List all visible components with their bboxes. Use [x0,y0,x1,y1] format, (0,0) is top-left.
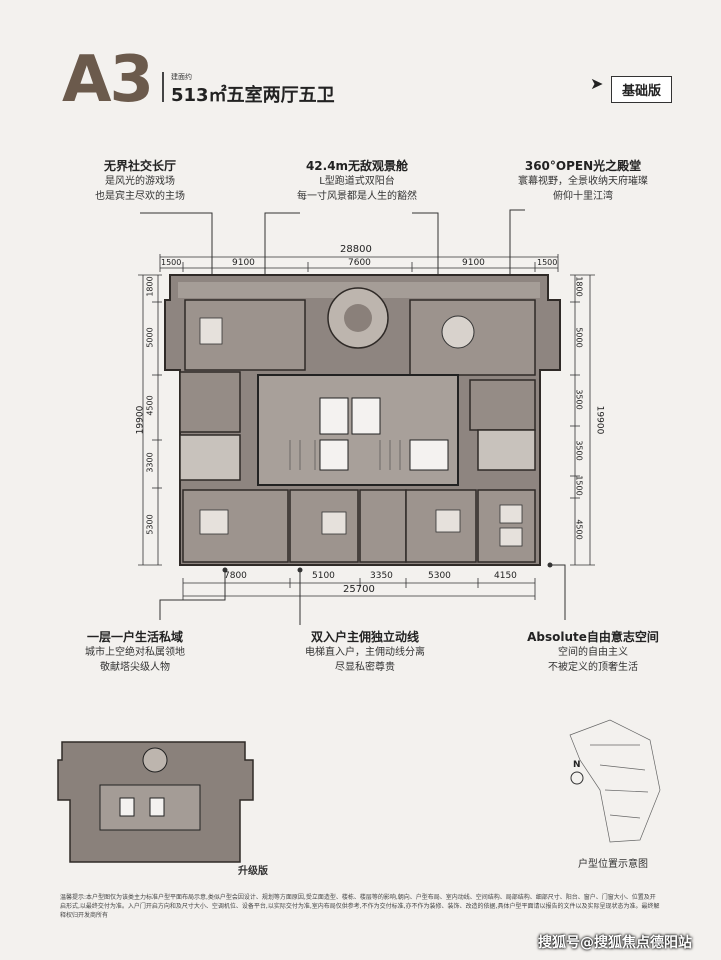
watermark: 搜狐号@搜狐焦点德阳站 [538,935,692,951]
callout-line: L型跑道式双阳台 [319,176,395,187]
callout-line: 不被定义的顶奢生活 [548,662,638,673]
dim-bottom-2: 5100 [312,571,335,581]
dim-right-3: 3500 [574,389,584,410]
dim-top-4: 9100 [462,258,485,268]
dim-top-2: 9100 [232,258,255,268]
callout-view-cabin: 42.4m无敌观景舱 L型跑道式双阳台 每一寸风景都是人生的豁然 [272,157,442,204]
dim-left-2: 5000 [145,327,155,348]
compass-letter: N [573,760,581,770]
callout-title: 双入户主佣独立动线 [310,630,419,644]
dim-bottom-1: 7800 [224,571,247,581]
callout-line: 空间的自由主义 [558,647,628,658]
callout-dual-entry: 双入户主佣独立动线 电梯直入户，主佣动线分离 尽显私密尊贵 [280,628,450,675]
dim-left-3: 4500 [145,395,155,416]
callout-title: 无界社交长厅 [103,159,176,173]
dim-left-5: 5300 [145,514,155,535]
dim-top-3: 7600 [348,258,371,268]
location-label: 户型位置示意图 [578,859,648,870]
dim-top-5: 1500 [537,258,558,267]
callout-light-hall: 360°OPEN光之殿堂 寰幕视野，全景收纳天府璀璨 俯仰十里江湾 [488,157,678,204]
dim-right-1: 1800 [574,276,584,297]
dim-top-total: 28800 [340,244,372,255]
callout-private-floor: 一层一户生活私域 城市上空绝对私属领地 敬献塔尖级人物 [55,628,215,675]
unit-code: A3 [62,43,154,117]
dim-top-1: 1500 [161,258,182,267]
dim-bottom-total: 25700 [343,584,375,595]
callout-line: 城市上空绝对私属领地 [85,647,185,658]
callout-social-hall: 无界社交长厅 是风光的游戏场 也是宾主尽欢的主场 [60,157,220,204]
dim-right-2: 5000 [574,327,584,348]
header-divider [162,72,164,102]
callout-line: 电梯直入户，主佣动线分离 [305,647,425,658]
version-badge: 基础版 [611,76,673,103]
area-title: 513㎡五室两厅五卫 [171,85,335,106]
dim-bottom-5: 4150 [494,571,517,581]
callout-line: 尽显私密尊贵 [335,662,395,673]
callout-line: 也是宾主尽欢的主场 [95,191,185,202]
dim-right-4: 3500 [574,440,584,461]
dim-right-total: 19900 [594,405,605,435]
callout-title: 一层一户生活私域 [86,630,183,644]
north-arrow-icon: ➤ [590,74,604,93]
dim-left-total: 19900 [135,405,146,435]
upgrade-label: 升级版 [238,866,268,877]
dim-right-5: 1500 [574,475,584,496]
dim-right-6: 4500 [574,519,584,540]
callout-title: 360°OPEN光之殿堂 [524,159,642,173]
dim-bottom-3: 3350 [370,571,393,581]
dim-left-1: 1800 [145,276,155,297]
callout-title: Absolute自由意志空间 [527,630,659,644]
callout-line: 每一寸风景都是人生的豁然 [297,191,417,202]
dim-left-4: 3300 [145,452,155,473]
dim-bottom-4: 5300 [428,571,451,581]
callout-line: 敬献塔尖级人物 [100,662,170,673]
callout-line: 俯仰十里江湾 [553,191,613,202]
callout-title: 42.4m无敌观景舱 [305,159,409,173]
area-prefix: 建面约 [171,73,192,81]
callout-line: 寰幕视野，全景收纳天府璀璨 [518,176,648,187]
callout-free-space: Absolute自由意志空间 空间的自由主义 不被定义的顶奢生活 [498,628,688,675]
disclaimer-text: 温馨提示:本户型图仅为该类主力标准户型平面布局示意,类似户型会因设计、规划等方面… [60,894,660,919]
callout-line: 是风光的游戏场 [105,176,175,187]
